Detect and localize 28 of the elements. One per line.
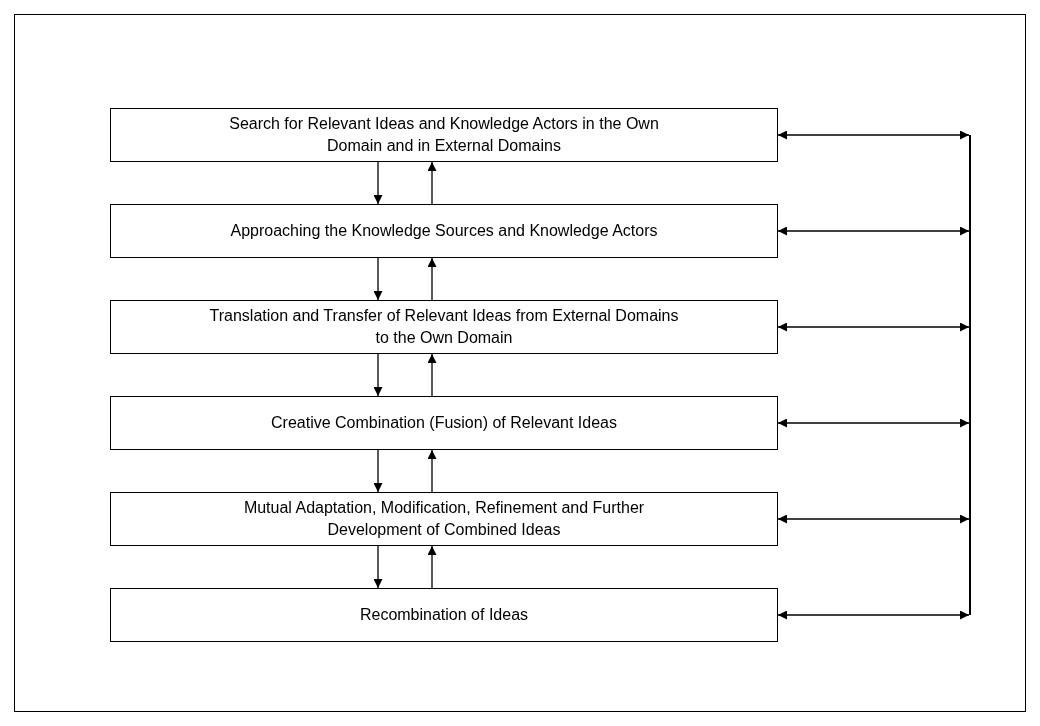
arrow — [373, 449, 383, 493]
process-box — [110, 492, 778, 546]
step-text: Creative Combination (Fusion) of Relevant Ideas — [271, 413, 617, 433]
arrow — [777, 514, 970, 524]
process-box — [110, 204, 778, 258]
arrow — [373, 545, 383, 589]
step-text: Mutual Adaptation, Modification, Refinement and Further Development of Combined Ideas — [242, 498, 646, 540]
arrow — [777, 418, 970, 428]
step-text: Approaching the Knowledge Sources and Knowledge Actors — [230, 221, 658, 241]
arrow — [777, 610, 970, 620]
arrow — [373, 257, 383, 301]
step-text: Translation and Transfer of Relevant Ideas from External Domains to the Own Domain — [208, 306, 680, 348]
arrow — [373, 353, 383, 397]
arrow — [427, 161, 437, 205]
arrow — [427, 257, 437, 301]
step-text: Recombination of Ideas — [359, 605, 529, 625]
process-box — [110, 588, 778, 642]
arrow — [777, 226, 970, 236]
arrow — [777, 322, 970, 332]
arrow — [427, 545, 437, 589]
step-text: Search for Relevant Ideas and Knowledge Actors in the Own Domain and in External Domains — [228, 114, 660, 156]
process-box — [110, 396, 778, 450]
process-box — [110, 300, 778, 354]
arrow — [777, 130, 970, 140]
arrow — [427, 449, 437, 493]
arrow — [373, 161, 383, 205]
process-box — [110, 108, 778, 162]
arrow — [427, 353, 437, 397]
